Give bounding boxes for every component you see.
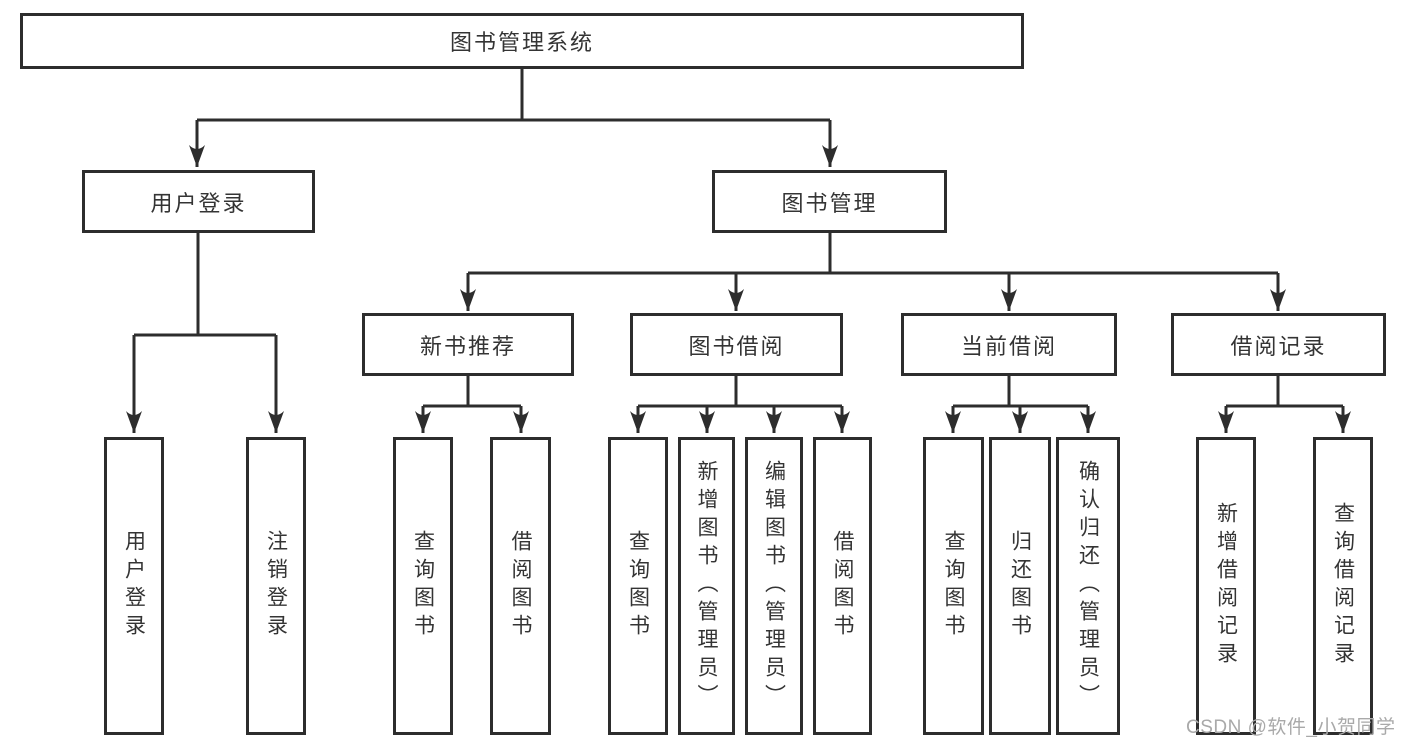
node-leaf-nb-query-books-label: 查询图书 (411, 530, 435, 642)
node-leaf-bb-borrow-books: 借阅图书 (813, 437, 872, 735)
node-user-login-label: 用户登录 (150, 190, 247, 216)
node-leaf-cb-query-books-label: 查询图书 (942, 530, 965, 642)
watermark: CSDN @软件_小贺同学 (1186, 717, 1396, 738)
node-leaf-logout: 注销登录 (246, 437, 306, 735)
node-leaf-br-query-record: 查询借阅记录 (1313, 437, 1373, 735)
node-leaf-bb-edit-books-admin-label: 编辑图书（管理员） (762, 460, 786, 712)
node-leaf-cb-query-books: 查询图书 (923, 437, 984, 735)
node-current-borrow: 当前借阅 (901, 313, 1117, 376)
node-new-book-recommend: 新书推荐 (362, 313, 574, 376)
node-leaf-bb-add-books-admin: 新增图书（管理员） (678, 437, 735, 735)
node-leaf-cb-return-books: 归还图书 (989, 437, 1051, 735)
node-leaf-bb-query-books-label: 查询图书 (626, 530, 650, 642)
node-borrow-records: 借阅记录 (1171, 313, 1386, 376)
node-leaf-nb-borrow-books: 借阅图书 (490, 437, 551, 735)
node-leaf-bb-borrow-books-label: 借阅图书 (831, 530, 854, 642)
node-leaf-nb-query-books: 查询图书 (393, 437, 453, 735)
node-leaf-cb-return-books-label: 归还图书 (1008, 530, 1032, 642)
node-book-borrowing-label: 图书借阅 (688, 333, 785, 359)
node-book-borrowing: 图书借阅 (630, 313, 843, 376)
node-user-login: 用户登录 (82, 170, 315, 233)
node-leaf-bb-add-books-admin-label: 新增图书（管理员） (695, 460, 718, 712)
node-leaf-user-login-label: 用户登录 (122, 530, 146, 642)
node-library-system: 图书管理系统 (20, 13, 1024, 69)
node-current-borrow-label: 当前借阅 (960, 333, 1057, 359)
node-leaf-cb-confirm-return-admin: 确认归还（管理员） (1056, 437, 1120, 735)
node-library-system-label: 图书管理系统 (449, 30, 594, 55)
node-leaf-bb-query-books: 查询图书 (608, 437, 668, 735)
node-book-management: 图书管理 (712, 170, 947, 233)
node-leaf-user-login: 用户登录 (104, 437, 164, 735)
node-borrow-records-label: 借阅记录 (1230, 333, 1327, 359)
node-leaf-br-query-record-label: 查询借阅记录 (1331, 502, 1355, 670)
node-leaf-br-add-record-label: 新增借阅记录 (1214, 502, 1238, 670)
node-new-book-recommend-label: 新书推荐 (419, 333, 516, 359)
node-leaf-br-add-record: 新增借阅记录 (1196, 437, 1256, 735)
node-leaf-cb-confirm-return-admin-label: 确认归还（管理员） (1076, 460, 1100, 712)
node-leaf-bb-edit-books-admin: 编辑图书（管理员） (745, 437, 803, 735)
node-leaf-logout-label: 注销登录 (264, 530, 288, 642)
node-book-management-label: 图书管理 (781, 190, 878, 216)
node-leaf-nb-borrow-books-label: 借阅图书 (509, 530, 532, 642)
